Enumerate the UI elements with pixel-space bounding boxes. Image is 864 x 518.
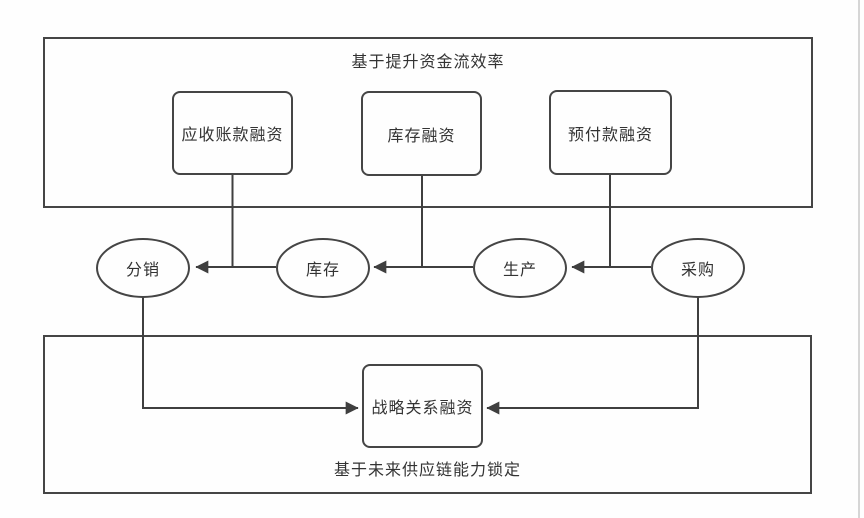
bottom-section-title: 基于未来供应链能力锁定 xyxy=(333,462,521,479)
node-procurement-label: 采购 xyxy=(680,262,715,279)
financing-box-prepayment-label: 预付款融资 xyxy=(567,126,653,144)
node-production-label: 生产 xyxy=(502,262,537,279)
financing-box-strategic: 战略关系融资 xyxy=(362,364,483,448)
top-section-title: 基于提升资金流效率 xyxy=(351,54,505,71)
page-edge-line xyxy=(858,0,860,518)
financing-box-inventory-label: 库存融资 xyxy=(387,127,456,145)
arrow-distribution-to-strategic xyxy=(142,297,359,415)
top-section-container: 基于提升资金流效率 xyxy=(43,37,813,208)
financing-box-receivables-label: 应收账款融资 xyxy=(181,127,284,144)
node-distribution: 分销 xyxy=(96,238,190,298)
node-inventory: 库存 xyxy=(276,238,370,298)
bottom-section-container: 基于未来供应链能力锁定 xyxy=(43,335,812,494)
node-procurement: 采购 xyxy=(651,238,745,298)
financing-box-strategic-label: 战略关系融资 xyxy=(371,400,474,417)
arrow-procurement-to-strategic xyxy=(486,296,699,415)
node-distribution-label: 分销 xyxy=(125,262,160,279)
node-production: 生产 xyxy=(473,238,567,298)
financing-box-inventory: 库存融资 xyxy=(361,91,482,176)
financing-box-receivables: 应收账款融资 xyxy=(172,91,293,175)
financing-box-prepayment: 预付款融资 xyxy=(549,90,672,175)
node-inventory-label: 库存 xyxy=(305,262,340,279)
